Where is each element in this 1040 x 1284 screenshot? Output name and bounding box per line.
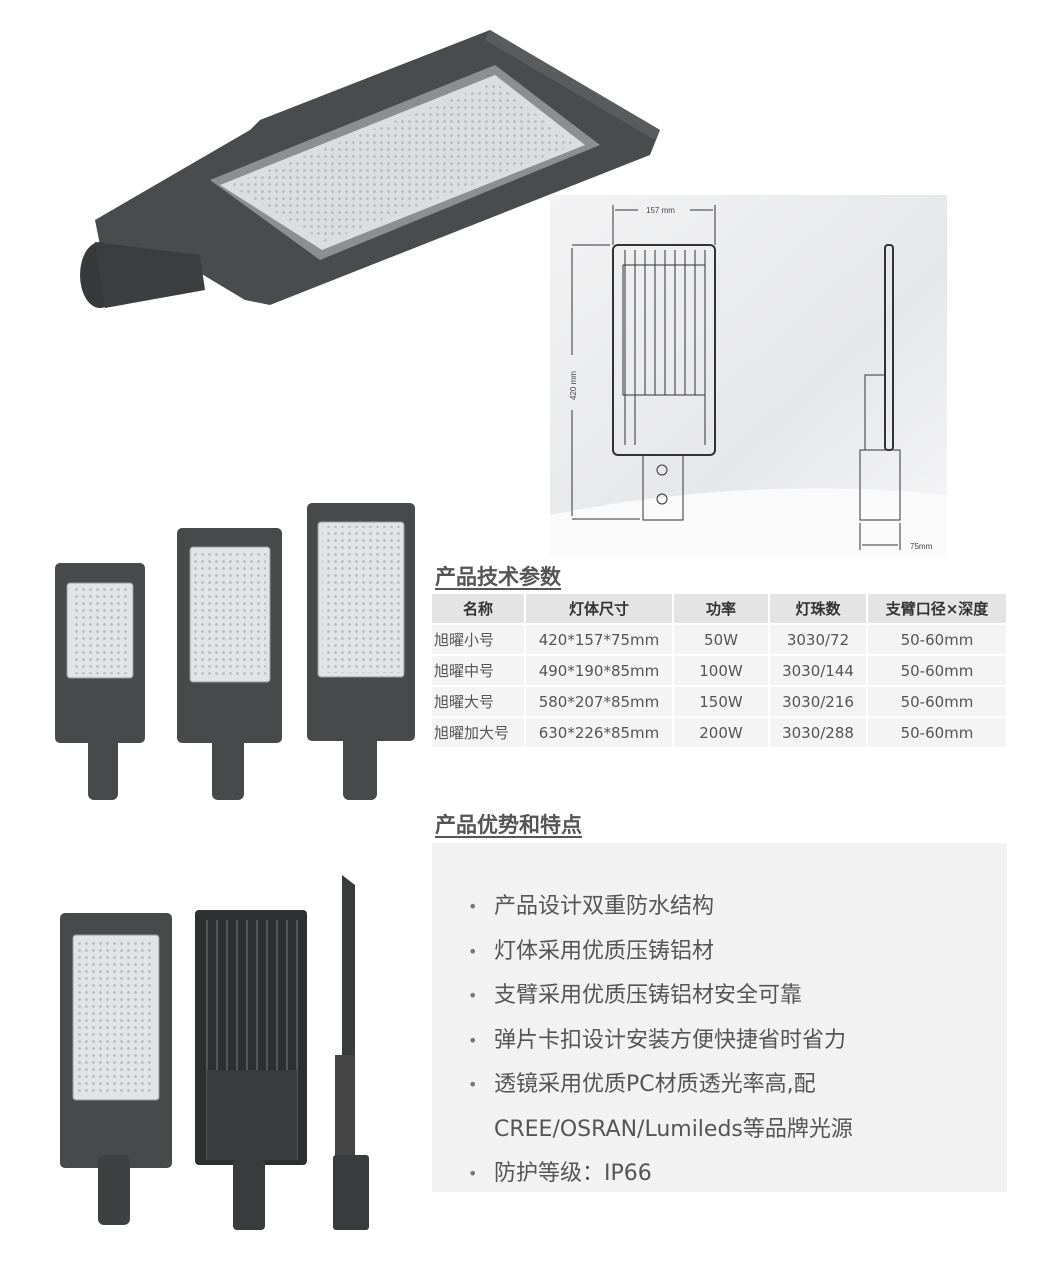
cell-size: 490*190*85mm [526,656,672,685]
cell-arm: 50-60mm [868,718,1006,747]
cell-name: 旭曜加大号 [432,718,524,747]
bullet-icon: • [468,1164,478,1183]
features-title: 产品优势和特点 [435,813,582,837]
specs-title: 产品技术参数 [435,565,561,589]
cell-name: 旭曜小号 [432,625,524,654]
feature-item: • 灯体采用优质压铸铝材 [432,930,1007,975]
cell-leds: 3030/216 [770,687,866,716]
feature-text: 灯体采用优质压铸铝材 [494,938,715,964]
feature-item: • 产品设计双重防水结构 [432,885,1007,930]
column-header: 灯珠数 [770,594,866,623]
feature-text: 产品设计双重防水结构 [494,894,715,919]
height-dimension-label: 420 mm [569,371,578,400]
feature-item: • 支臂采用优质压铸铝材安全可靠 [432,974,1007,1019]
feature-text: 弹片卡扣设计安装方便快捷省时省力 [494,1027,847,1053]
cell-power: 150W [674,687,768,716]
cell-arm: 50-60mm [868,656,1006,685]
cell-name: 旭曜中号 [432,656,524,685]
cell-leds: 3030/144 [770,656,866,685]
table-header-row: 名称 灯体尺寸 功率 灯珠数 支臂口径×深度 [432,594,1006,623]
features-list: •产品设计双重防水结构 •灯体采用优质压铸铝材 •支臂采用优质压铸铝材安全可靠 … [432,843,1007,1192]
feature-text: 防护等级：IP66 [494,1161,652,1186]
street-light-views-image [60,875,369,1230]
bullet-icon: • [468,941,478,961]
cell-leds: 3030/72 [770,625,866,654]
feature-text: CREE/OSRAN/Lumileds等品牌光源 [494,1116,853,1142]
column-header: 功率 [674,594,768,623]
bullet-icon: • [468,1030,478,1050]
column-header: 支臂口径×深度 [868,594,1006,623]
feature-item-continuation: CREE/OSRAN/Lumileds等品牌光源 [432,1108,1007,1153]
bullet-icon: • [468,1075,478,1094]
cell-size: 630*226*85mm [526,718,672,747]
street-light-hero-image [80,30,660,308]
feature-item: • 弹片卡扣设计安装方便快捷省时省力 [432,1019,1007,1064]
street-light-size-lineup-image [55,503,415,800]
width-dimension-label: 157 mm [646,206,675,215]
depth-dimension-label: 75mm [910,542,933,551]
dimension-diagram: 157 mm 420 mm 75mm [550,195,947,557]
feature-text: 支臂采用优质压铸铝材安全可靠 [494,983,803,1008]
cell-arm: 50-60mm [868,687,1006,716]
cell-power: 200W [674,718,768,747]
feature-text: 透镜采用优质PC材质透光率高,配 [494,1072,816,1097]
cell-power: 100W [674,656,768,685]
cell-leds: 3030/288 [770,718,866,747]
feature-item: • 透镜采用优质PC材质透光率高,配 [432,1063,1007,1108]
cell-arm: 50-60mm [868,625,1006,654]
column-header: 灯体尺寸 [526,594,672,623]
bullet-icon: • [468,986,478,1005]
cell-power: 50W [674,625,768,654]
cell-name: 旭曜大号 [432,687,524,716]
column-header: 名称 [432,594,524,623]
bullet-icon: • [468,897,478,916]
cell-size: 580*207*85mm [526,687,672,716]
cell-size: 420*157*75mm [526,625,672,654]
feature-item: • 防护等级：IP66 [432,1152,1007,1197]
